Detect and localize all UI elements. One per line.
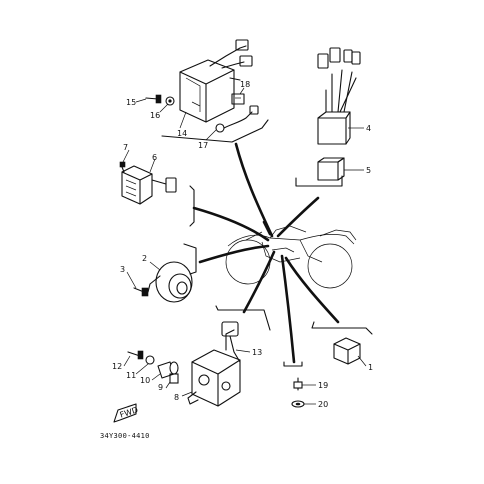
- leader-lines: [192, 142, 340, 364]
- washer-11-drawing: [145, 355, 155, 365]
- part-number-labels: 1 2 3 4 5 6 7 8 9 10 11 12 13 14 15 16 1…: [112, 80, 373, 409]
- ignition-coil-drawing: [187, 321, 241, 407]
- bolt-3-drawing: [133, 287, 149, 297]
- spacer-10-drawing: [157, 361, 179, 379]
- part-label-17: 17: [198, 141, 208, 150]
- bolt-15-drawing: [145, 94, 162, 104]
- label-connectors: [122, 87, 367, 405]
- control-module-drawing: [333, 337, 361, 365]
- part-label-19: 19: [318, 381, 328, 390]
- relay-drawing: [317, 47, 361, 145]
- diagram-code: 34Y300-4410: [100, 432, 150, 440]
- part-label-2: 2: [142, 254, 147, 263]
- part-label-12: 12: [112, 362, 122, 371]
- fwd-label: FWD: [119, 405, 140, 419]
- sensor-19-drawing: [293, 377, 303, 391]
- part-label-1: 1: [368, 363, 373, 372]
- motorcycle-outline: [225, 225, 357, 289]
- bolt-12-drawing: [127, 350, 144, 360]
- rectifier-drawing: [121, 165, 177, 205]
- part-label-3: 3: [120, 265, 125, 274]
- part-label-15: 15: [126, 98, 136, 107]
- group-brackets: [161, 119, 373, 367]
- part-label-20: 20: [318, 400, 328, 409]
- forward-direction-arrow: FWD: [113, 403, 140, 423]
- washer-20-drawing: [291, 400, 305, 408]
- part-label-4: 4: [366, 124, 371, 133]
- flasher-relay-drawing: [317, 157, 345, 181]
- part-label-16: 16: [150, 111, 160, 120]
- part-label-18: 18: [240, 80, 250, 89]
- part-label-7: 7: [123, 143, 128, 152]
- part-label-13: 13: [252, 348, 262, 357]
- horn-drawing: [147, 261, 193, 303]
- part-label-5: 5: [366, 166, 371, 175]
- part-label-6: 6: [152, 153, 157, 162]
- part-label-8: 8: [174, 393, 179, 402]
- washer-16-drawing: [165, 96, 175, 106]
- bolt-7-drawing: [119, 161, 126, 173]
- fuse-18-drawing: [231, 93, 245, 105]
- part-label-9: 9: [158, 383, 163, 392]
- part-label-10: 10: [140, 376, 150, 385]
- part-label-14: 14: [177, 129, 187, 138]
- part-label-11: 11: [126, 371, 136, 380]
- clip-17-drawing: [215, 105, 259, 133]
- cdi-unit-drawing: [179, 39, 253, 123]
